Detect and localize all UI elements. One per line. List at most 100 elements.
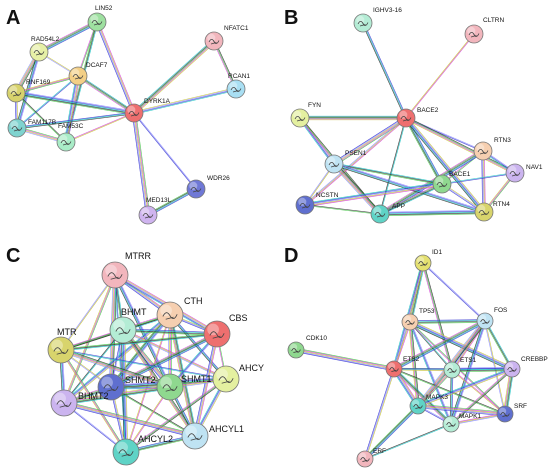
edge-strand xyxy=(409,322,452,371)
edge-strand xyxy=(135,112,151,215)
protein-structure-icon xyxy=(11,125,23,132)
edge-strand xyxy=(393,369,452,372)
node-dcaf7[interactable]: DCAF7 xyxy=(68,62,108,86)
node-cbs[interactable]: CBS xyxy=(203,313,248,348)
protein-structure-icon xyxy=(128,110,140,117)
edge-strand xyxy=(451,414,506,426)
edge-strand xyxy=(450,368,512,424)
node-wdr26[interactable]: WDR26 xyxy=(186,175,230,199)
node-cdk10[interactable]: CDK10 xyxy=(287,335,327,359)
node-label: MED13L xyxy=(146,197,172,204)
node-app[interactable]: APP xyxy=(370,203,405,224)
node-dyrk1a[interactable]: DYRK1A xyxy=(124,98,171,123)
node-lin52[interactable]: LIN52 xyxy=(87,5,113,32)
node-nav1[interactable]: NAV1 xyxy=(505,163,543,183)
node-rtn3[interactable]: RTN3 xyxy=(473,137,511,161)
node-label: MTR xyxy=(57,327,77,337)
node-ighv3-16[interactable]: IGHV3-16 xyxy=(353,7,402,33)
edge-strand xyxy=(408,322,418,407)
node-bace2[interactable]: BACE2 xyxy=(396,107,439,128)
node-ahcyl1[interactable]: AHCYL1 xyxy=(181,422,244,450)
node-ets1[interactable]: ETS1 xyxy=(443,357,477,379)
edge-lin52-dyrk1a xyxy=(95,21,136,114)
node-mapk3[interactable]: MAPK3 xyxy=(409,394,448,415)
node-bace1[interactable]: BACE1 xyxy=(432,171,471,194)
node-shmt2[interactable]: SHMT2 xyxy=(97,373,156,401)
node-tp53[interactable]: TP53 xyxy=(401,308,435,331)
edge-strand xyxy=(451,369,513,425)
node-erf[interactable]: ERF xyxy=(356,448,386,468)
edge-strand xyxy=(60,349,127,453)
node-id1[interactable]: ID1 xyxy=(414,249,443,272)
node-fam117b[interactable]: FAM117B xyxy=(7,118,56,138)
edge-ahcy-ahcyl2 xyxy=(125,377,227,454)
edge-cbs-shmt2 xyxy=(110,332,218,389)
edge-strand xyxy=(409,321,513,370)
edge-dcaf7-fam117b xyxy=(16,75,79,129)
edge-strand xyxy=(305,185,443,208)
node-mtrr[interactable]: MTRR xyxy=(101,251,151,289)
edge-strand xyxy=(452,369,506,414)
protein-structure-icon xyxy=(478,209,490,216)
edge-strand xyxy=(16,92,67,142)
edge-strand xyxy=(452,370,513,373)
edge-strand xyxy=(64,330,124,404)
protein-structure-icon xyxy=(418,261,428,267)
node-cltrn[interactable]: CLTRN xyxy=(464,17,504,44)
node-cth[interactable]: CTH xyxy=(156,296,203,329)
node-rcan1[interactable]: RCAN1 xyxy=(226,73,250,99)
node-highlight xyxy=(105,264,117,277)
node-psen1[interactable]: PSEN1 xyxy=(324,150,367,174)
node-label: RCAN1 xyxy=(228,73,250,80)
node-crebbp[interactable]: CREBBP xyxy=(503,356,548,378)
edge-strand xyxy=(380,212,485,216)
edge-strand xyxy=(418,403,506,413)
node-highlight xyxy=(417,256,425,264)
edge-strand xyxy=(133,112,149,216)
node-fam53c[interactable]: FAM53C xyxy=(56,123,84,152)
edge-strand xyxy=(16,76,79,95)
edge-strand xyxy=(484,320,513,370)
protein-structure-icon xyxy=(162,312,178,320)
edge-strand xyxy=(450,320,485,424)
node-mapk1[interactable]: MAPK1 xyxy=(442,413,481,433)
edge-strand xyxy=(449,369,452,424)
node-srf[interactable]: SRF xyxy=(496,403,527,423)
node-label: ETS2 xyxy=(403,356,420,363)
node-rtn4[interactable]: RTN4 xyxy=(474,201,510,222)
node-highlight xyxy=(32,44,41,53)
node-bhmt[interactable]: BHMT xyxy=(109,307,147,344)
edge-strand xyxy=(305,204,381,214)
node-highlight xyxy=(10,120,19,129)
panel-c-letter: C xyxy=(6,245,20,267)
node-ahcyl2[interactable]: AHCYL2 xyxy=(112,434,173,466)
protein-structure-icon xyxy=(142,212,154,219)
edge-strand xyxy=(16,111,134,128)
edge-strand xyxy=(113,275,170,388)
node-shmt1[interactable]: SHMT1 xyxy=(156,373,212,401)
edge-strand xyxy=(410,321,486,323)
node-fos[interactable]: FOS xyxy=(476,307,508,330)
edge-strand xyxy=(65,75,79,143)
node-highlight xyxy=(71,68,80,77)
edge-strand xyxy=(61,334,218,352)
node-nfatc1[interactable]: NFATC1 xyxy=(204,25,249,51)
node-rnf169[interactable]: RNF169 xyxy=(6,79,51,103)
node-med13l[interactable]: MED13L xyxy=(138,197,172,225)
node-mtr[interactable]: MTR xyxy=(47,327,77,364)
node-label: IGHV3-16 xyxy=(373,7,402,14)
node-label: CDK10 xyxy=(306,335,327,342)
node-ncstn[interactable]: NCSTN xyxy=(295,192,339,215)
edge-strand xyxy=(449,320,485,424)
node-ets2[interactable]: ETS2 xyxy=(385,356,420,378)
node-rad54l2[interactable]: RAD54L2 xyxy=(29,36,60,62)
node-fyn[interactable]: FYN xyxy=(290,102,321,128)
edge-strand xyxy=(379,117,406,214)
edge-strand xyxy=(411,263,426,323)
edge-strand xyxy=(417,407,505,417)
edge-dyrk1a-med13l xyxy=(131,112,151,216)
node-bhmt2[interactable]: BHMT2 xyxy=(50,389,109,417)
node-label: SHMT2 xyxy=(125,375,156,385)
node-ahcy[interactable]: AHCY xyxy=(212,363,264,393)
node-label: FOS xyxy=(494,307,508,314)
